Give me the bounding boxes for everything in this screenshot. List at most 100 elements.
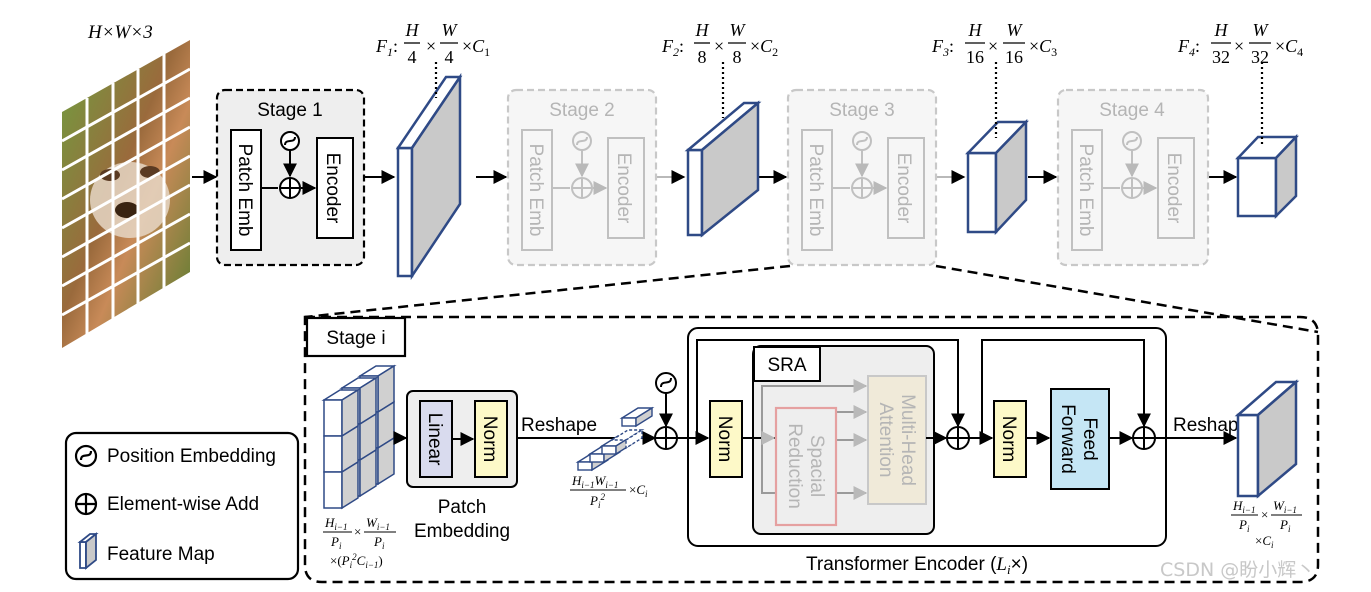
svg-text:W: W: [1007, 20, 1024, 40]
stage-1-encoder-label: Encoder: [322, 153, 343, 224]
stage-1-patch-emb-label: Patch Emb: [234, 144, 255, 237]
svg-text:×Ci: ×Ci: [1255, 533, 1274, 550]
svg-text:Hi−1: Hi−1: [324, 515, 347, 532]
svg-text:Pi: Pi: [330, 534, 342, 551]
svg-text:W: W: [730, 20, 747, 40]
reshape-1-label: Reshape: [521, 415, 597, 436]
feature-label-f1: F1: H4 × W4 ×C1: [375, 20, 490, 67]
svg-text:×: ×: [988, 36, 998, 56]
svg-text:Hi−1Wi−1: Hi−1Wi−1: [571, 473, 618, 490]
spacial-reduction-label-1: Spacial: [806, 435, 827, 497]
svg-text:F3:: F3:: [931, 36, 954, 59]
sra-title: SRA: [767, 355, 806, 376]
feature-map-f4: [1235, 62, 1299, 220]
stage-3-patch-emb-label: Patch Emb: [805, 144, 826, 237]
feature-label-f2: F2: H8 × W8 ×C2: [661, 20, 778, 67]
stage-4-encoder-label: Encoder: [1163, 153, 1184, 224]
patch-grid: [61, 54, 191, 334]
stage-2-block: Stage 2 Patch Emb Encoder: [506, 88, 658, 267]
feed-forward-label-1: Feed: [1079, 417, 1100, 460]
stage-2-encoder-label: Encoder: [613, 153, 634, 224]
spacial-reduction-box: [774, 406, 838, 527]
svg-text:4: 4: [408, 47, 417, 67]
svg-text:×C1: ×C1: [462, 36, 490, 59]
reshape-2-label: Reshape: [1173, 415, 1249, 436]
svg-text:Pi: Pi: [1279, 517, 1291, 534]
svg-text:W: W: [442, 20, 459, 40]
svg-text:32: 32: [1212, 47, 1230, 67]
svg-text:16: 16: [966, 47, 984, 67]
stage-3-block: Stage 3 Patch Emb Encoder: [786, 88, 938, 267]
svg-text:8: 8: [698, 47, 707, 67]
svg-text:×Ci: ×Ci: [629, 482, 648, 499]
legend-position-embedding: Position Embedding: [74, 444, 276, 468]
stage-4-patch-emb-label: Patch Emb: [1075, 144, 1096, 237]
transformer-encoder-caption: Transformer Encoder (Li×): [806, 554, 1028, 577]
svg-text:×: ×: [354, 524, 361, 539]
detail-pos-emb: [654, 372, 678, 450]
feed-forward-label-2: Forward: [1057, 404, 1078, 474]
encoder-norm-1-label: Norm: [714, 416, 735, 462]
stage-1-title: Stage 1: [257, 100, 323, 121]
token-size-label: Hi−1Wi−1 Pi2 ×Ci: [570, 473, 648, 510]
stage-2-patch-emb-label: Patch Emb: [525, 144, 546, 237]
stage-4-block: Stage 4 Patch Emb Encoder: [1056, 88, 1210, 267]
legend-element-wise-add: Element-wise Add: [74, 492, 259, 516]
encoder-norm-1-box: [709, 400, 743, 478]
svg-text:×: ×: [1234, 36, 1244, 56]
svg-text:F1:: F1:: [375, 36, 398, 59]
svg-text:×: ×: [714, 36, 724, 56]
feature-label-f3: F3: H16 × W16 ×C3: [931, 20, 1057, 67]
multi-head-attention-box: [867, 375, 927, 505]
svg-text:×C4: ×C4: [1275, 36, 1303, 59]
feature-map-f1: [395, 62, 463, 281]
spacial-reduction-label-2: Reduction: [784, 423, 805, 509]
legend-element-wise-add-label: Element-wise Add: [107, 494, 259, 515]
output-feature-map: [1234, 379, 1300, 499]
zoom-lines: [304, 264, 1319, 334]
svg-text:8: 8: [733, 47, 742, 67]
patch-embedding-block: Linear Norm Patch Embedding: [393, 390, 518, 542]
svg-text:H: H: [1214, 20, 1229, 40]
svg-text:Wi−1: Wi−1: [1273, 498, 1297, 515]
svg-text:Pi: Pi: [373, 534, 385, 551]
svg-text:32: 32: [1251, 47, 1269, 67]
linear-box: [419, 400, 453, 478]
svg-text:×C2: ×C2: [750, 36, 778, 59]
legend-feature-map: Feature Map: [77, 532, 215, 570]
svg-text:Wi−1: Wi−1: [366, 515, 390, 532]
svg-text:×(Pi2Ci−1): ×(Pi2Ci−1): [330, 552, 383, 570]
patch-norm-label: Norm: [479, 416, 500, 462]
patch-embedding-caption-2: Embedding: [414, 521, 510, 542]
svg-text:H: H: [968, 20, 983, 40]
stage-1-block: Stage 1 Patch Emb Encoder: [215, 88, 366, 267]
encoder-norm-2-box: [993, 400, 1027, 478]
stage-i-detail-panel: Stage i: [303, 315, 1320, 584]
svg-text:Pi: Pi: [1238, 517, 1250, 534]
svg-text:W: W: [1253, 20, 1270, 40]
feature-map-icon: [77, 532, 99, 570]
output-size-label: Hi−1 Pi × Wi−1 Pi ×Ci: [1231, 498, 1302, 550]
stage-4-title: Stage 4: [1099, 100, 1165, 121]
feature-label-f4: F4: H 32 × W 32 ×C4: [1177, 20, 1303, 67]
input-patch-cubes: [321, 364, 397, 510]
feature-size-labels: F1: H4 × W4 ×C1 F2: H8 × W8 ×C2 F3: H16 …: [375, 20, 1303, 67]
svg-text:Pi2: Pi2: [589, 492, 605, 510]
patch-embedding-caption-1: Patch: [438, 497, 487, 518]
svg-text:F4:: F4:: [1177, 36, 1200, 59]
stage-1-patch-emb-box: [230, 129, 262, 251]
transformer-encoder-block: Transformer Encoder (Li×) Norm SRA Spaci…: [677, 327, 1167, 577]
sra-title-box: [753, 346, 821, 382]
reshape-2: Reshape: [1155, 415, 1249, 445]
legend-feature-map-label: Feature Map: [107, 544, 215, 565]
stage-1-encoder-box: [316, 137, 354, 239]
feature-map-f2: [684, 62, 762, 238]
stage-i-title: Stage i: [326, 328, 385, 349]
svg-text:H: H: [405, 20, 420, 40]
stage-2-title: Stage 2: [549, 100, 615, 121]
stage-i-title-box: [305, 316, 407, 358]
watermark: CSDN @盼小辉丶: [1160, 559, 1315, 581]
input-cubes-size-label: Hi−1 Pi × Wi−1 Pi ×(Pi2Ci−1): [323, 515, 396, 570]
svg-text:16: 16: [1005, 47, 1023, 67]
